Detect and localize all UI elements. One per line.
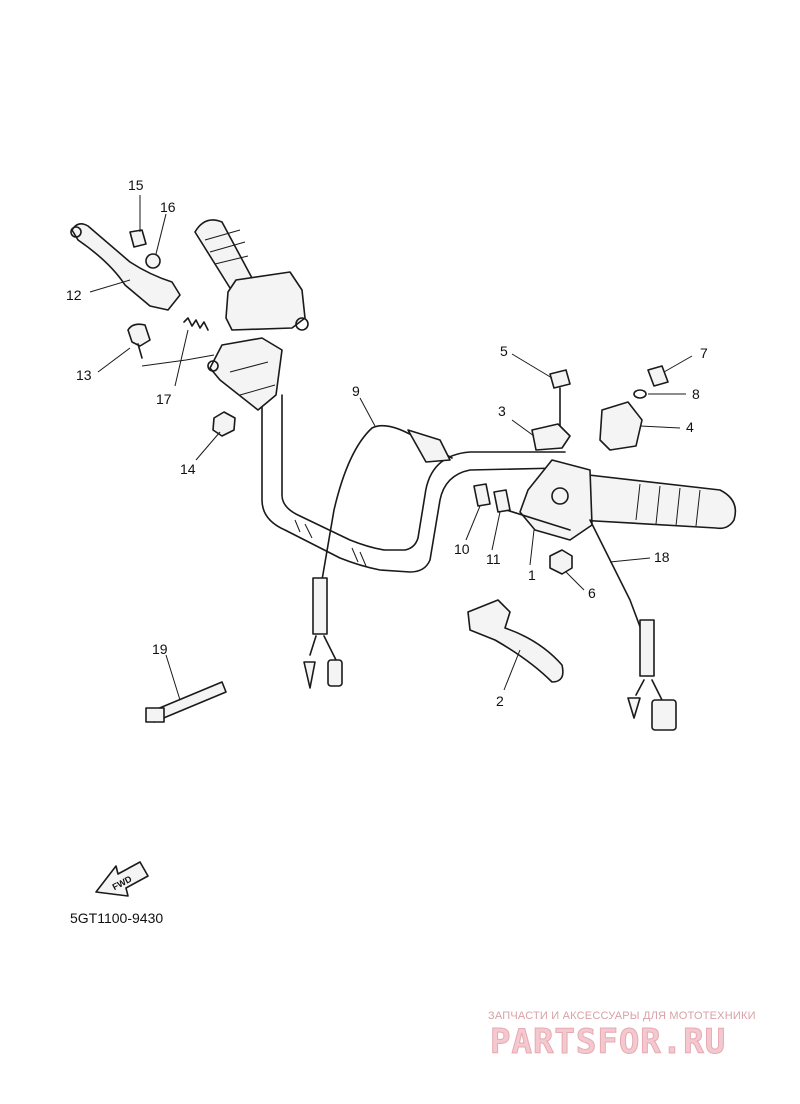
callout-13: 13 [76,367,92,383]
leader-lines [89,195,693,701]
callout-labels: 15 16 12 13 17 14 9 10 11 1 6 3 5 7 8 4 … [66,177,708,709]
cover-4 [599,401,643,451]
cable-tie-19 [145,681,227,723]
callout-10: 10 [454,541,470,557]
handlebar [261,394,566,573]
screw-7 [647,365,669,387]
callout-12: 12 [66,287,82,303]
callout-16: 16 [160,199,176,215]
throttle-housing-1 [499,459,593,541]
nut-14 [212,411,236,437]
nut-16 [145,253,161,269]
throttle-cable-9 [303,424,453,689]
callout-19: 19 [152,641,168,657]
spring-17 [183,317,209,331]
watermark-brand: PARTSFOR.RU [489,1022,727,1063]
clamp-10 [473,483,491,507]
callout-7: 7 [700,345,708,361]
wire-harness-18 [589,519,677,731]
callout-9: 9 [352,383,360,399]
callout-17: 17 [156,391,172,407]
callout-18: 18 [654,549,670,565]
callout-5: 5 [500,343,508,359]
clamp-11 [493,489,511,513]
lever-2 [467,599,564,683]
nut-6 [549,549,573,575]
fwd-arrow-icon: FWD [95,861,149,897]
cap-3 [531,423,571,451]
bolt-13 [127,323,151,359]
right-grip [577,473,737,530]
brake-lever-12 [70,222,181,311]
callout-3: 3 [498,403,506,419]
callout-4: 4 [686,419,694,435]
diagram-code: 5GT1100-9430 [70,910,164,926]
pivot-bolt-15 [129,229,147,248]
callout-2: 2 [496,693,504,709]
callout-11: 11 [486,551,501,567]
callout-6: 6 [588,585,596,601]
washer-8 [633,389,647,399]
left-grip [194,219,253,290]
callout-14: 14 [180,461,196,477]
callout-8: 8 [692,386,700,402]
brake-master-cylinder [207,337,283,411]
left-switch-housing [225,271,309,331]
watermark-tagline: ЗАПЧАСТИ И АКСЕССУАРЫ ДЛЯ МОТОТЕХНИКИ [488,1010,756,1022]
callout-15: 15 [128,177,144,193]
callout-1: 1 [528,567,536,583]
